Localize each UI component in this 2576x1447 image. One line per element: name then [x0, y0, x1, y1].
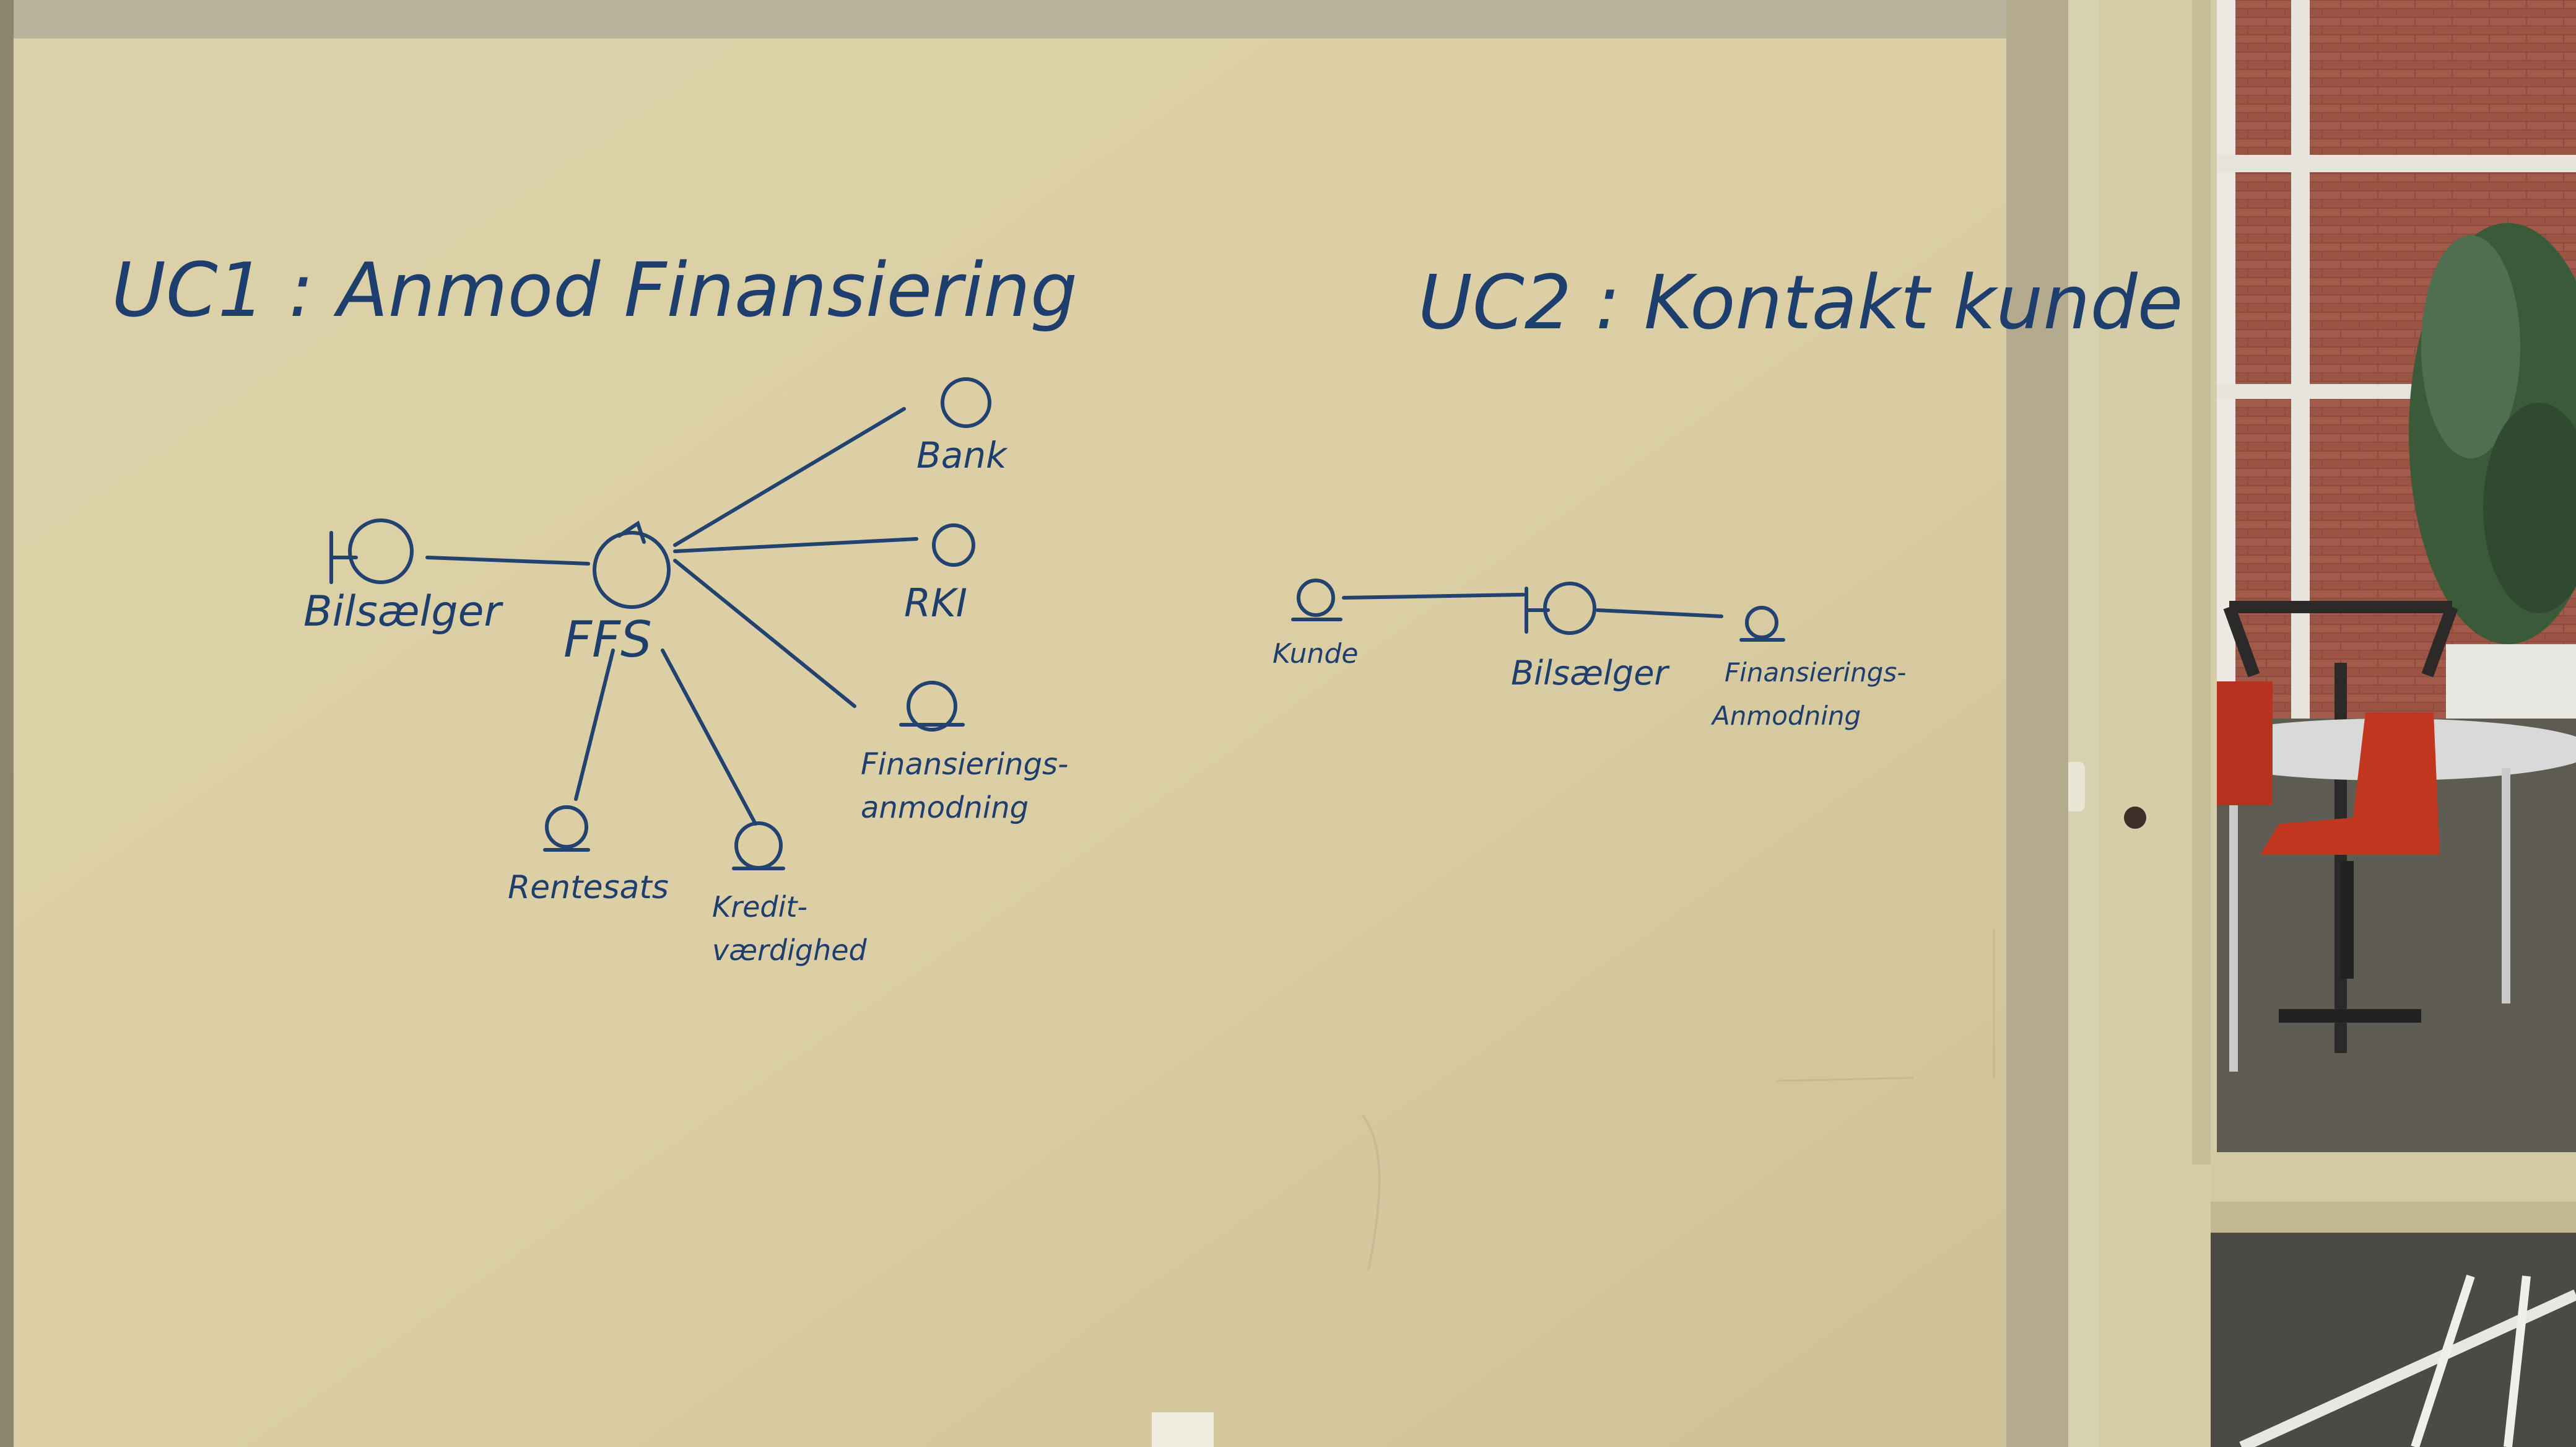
- coat-stand: [2223, 601, 2458, 1053]
- red-chair: [2260, 712, 2440, 855]
- finansieringsanmodning-entity-symbol: [907, 681, 957, 732]
- bilsaelger-boundary-symbol: [348, 518, 414, 584]
- uc2-finansierings-label-1: Finansierings-: [1725, 657, 1906, 688]
- uc2-title: UC2 : Kontakt kunde: [1418, 260, 2183, 346]
- door-handle: [2065, 762, 2085, 811]
- finansierings-label-1: Finansierings-: [861, 747, 1068, 782]
- kredit-label-2: værdighed: [712, 933, 868, 967]
- bank-label: Bank: [916, 434, 1008, 476]
- rentesats-label: Rentesats: [508, 869, 669, 906]
- kunde-label: Kunde: [1273, 638, 1358, 670]
- marker: [1152, 1412, 1214, 1447]
- rki-entity-symbol: [932, 523, 975, 567]
- door-knob: [2124, 807, 2146, 829]
- bank-entity-symbol: [941, 377, 991, 428]
- kredit-label-1: Kredit-: [712, 890, 807, 924]
- uc2-finansierings-label-2: Anmodning: [1710, 701, 1861, 731]
- room-background: [2081, 0, 2576, 1447]
- uc1-controller-label: FFS: [564, 611, 652, 668]
- rentesats-entity-symbol: [545, 805, 588, 849]
- uc1-title: UC1 : Anmod Finansiering: [111, 248, 1077, 334]
- uc1-diagram: UC1 : Anmod Finansiering Bilsælger FFS B…: [111, 248, 1077, 967]
- uc1-actor-label: Bilsælger: [303, 587, 503, 636]
- uc2-bilsaelger-boundary-symbol: [1543, 582, 1596, 635]
- kunde-entity-symbol: [1297, 579, 1335, 617]
- rki-label: RKI: [904, 580, 967, 626]
- finansierings-label-2: anmodning: [861, 790, 1029, 825]
- board-smudge: [1361, 1114, 1381, 1270]
- uc2-diagram: UC2 : Kontakt kunde Kunde Bilsælger Fina…: [1273, 260, 2183, 731]
- whiteboard-surface: [14, 38, 2006, 1447]
- uc2-finansieringsanmodning-entity-symbol: [1745, 606, 1778, 639]
- uc2-bilsaelger-label: Bilsælger: [1511, 654, 1669, 693]
- ffs-controller-symbol: [593, 531, 671, 609]
